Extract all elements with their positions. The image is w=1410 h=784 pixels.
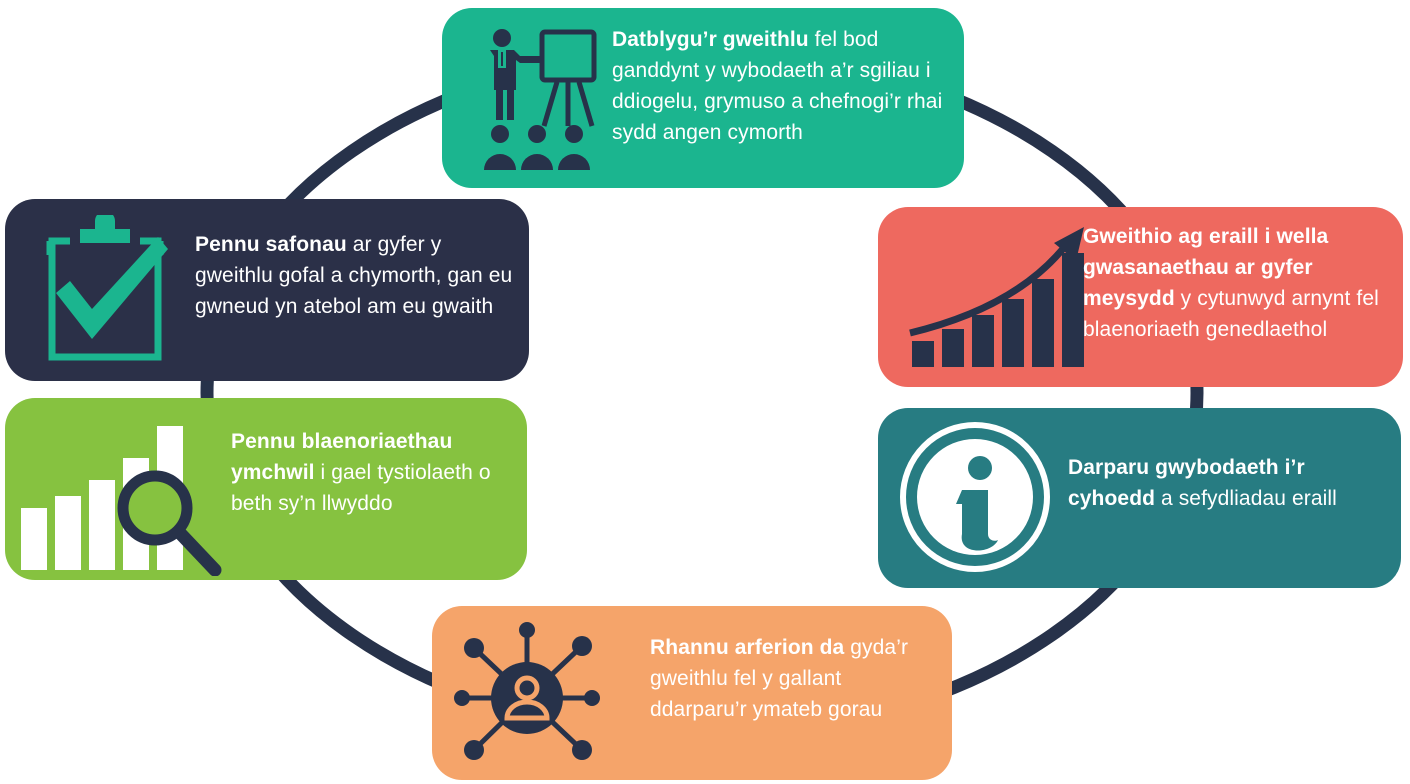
clipboard-check-icon (46, 215, 168, 361)
share-good-practice-text: Rhannu arferion da gyda’r gweithlu fel y… (650, 632, 940, 725)
presentation-audience-icon (484, 29, 597, 170)
person-network-icon (454, 622, 600, 760)
workforce-development-text: Datblygu’r gweithlu fel bod ganddynt y w… (612, 24, 952, 148)
share-good-practice-description: gyda’r gweithlu fel y gallant ddarparu’r… (650, 636, 909, 721)
workforce-development-heading: Datblygu’r gweithlu (612, 28, 809, 51)
share-good-practice-card: Rhannu arferion da gyda’r gweithlu fel y… (432, 606, 952, 780)
set-standards-card: Pennu safonau ar gyfer y gweithlu gofal … (5, 199, 529, 381)
public-information-text: Darparu gwybodaeth i’r cyhoedd a sefydli… (1068, 452, 1388, 514)
research-priorities-heading: Pennu blaenoriaethau ymchwil (231, 430, 453, 484)
research-priorities-description: i gael tystiolaeth o beth sy’n llwyddo (231, 461, 491, 515)
public-information-description: a sefydliadau eraill (1155, 487, 1337, 510)
workforce-development-card: Datblygu’r gweithlu fel bod ganddynt y w… (442, 8, 964, 188)
info-circle-icon (900, 422, 1050, 572)
improve-services-card: Gweithio ag eraill i wella gwasanaethau … (878, 207, 1403, 387)
set-standards-description: ar gyfer y gweithlu gofal a chymorth, ga… (195, 233, 513, 318)
improve-services-description: y cytunwyd arnynt fel blaenoriaeth gened… (1083, 287, 1379, 341)
improve-services-heading: Gweithio ag eraill i wella gwasanaethau … (1083, 225, 1329, 310)
workforce-development-description: fel bod ganddynt y wybodaeth a’r sgiliau… (612, 28, 943, 144)
set-standards-text: Pennu safonau ar gyfer y gweithlu gofal … (195, 229, 515, 322)
public-information-card: Darparu gwybodaeth i’r cyhoedd a sefydli… (878, 408, 1401, 588)
bar-chart-magnifier-icon (21, 426, 222, 576)
research-priorities-card: Pennu blaenoriaethau ymchwil i gael tyst… (5, 398, 527, 580)
set-standards-heading: Pennu safonau (195, 233, 347, 256)
share-good-practice-heading: Rhannu arferion da (650, 636, 845, 659)
rising-chart-arrow-icon (909, 227, 1084, 367)
improve-services-text: Gweithio ag eraill i wella gwasanaethau … (1083, 221, 1393, 345)
research-priorities-text: Pennu blaenoriaethau ymchwil i gael tyst… (231, 426, 521, 519)
public-information-heading: Darparu gwybodaeth i’r cyhoedd (1068, 456, 1305, 510)
